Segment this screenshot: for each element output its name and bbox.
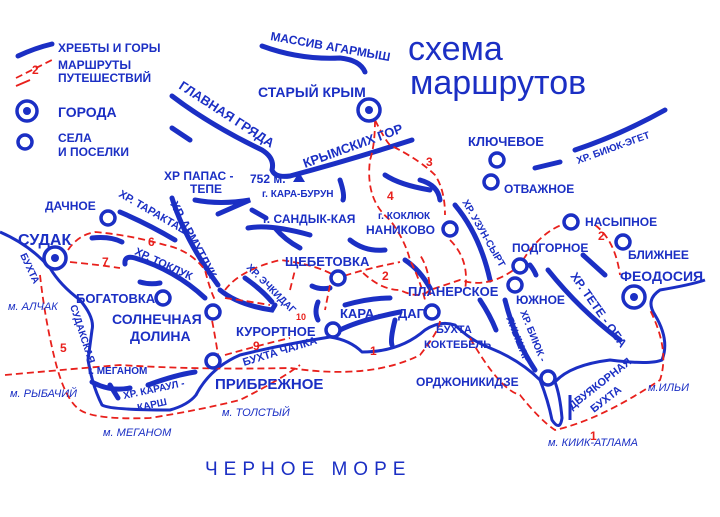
city-stary-krym[interactable]: СТАРЫЙ КРЫМ	[258, 83, 382, 123]
ridge-label: КАРА -	[340, 306, 382, 321]
route-6	[67, 231, 216, 301]
cape-label: м. ТОЛСТЫЙ	[222, 406, 290, 419]
legend-ridges-label: ХРЕБТЫ И ГОРЫ	[58, 41, 160, 55]
village-label[interactable]: НАСЫПНОЕ	[585, 215, 657, 229]
route-1	[4, 309, 665, 431]
peak-triangle-icon	[293, 172, 305, 182]
route-number: 10	[296, 312, 306, 322]
ridge-label: ДАГ	[398, 306, 425, 321]
bay-label: КОКТЕБЕЛЬ	[424, 339, 491, 351]
route-number: 2	[598, 229, 605, 243]
village-label[interactable]: ОТВАЖНОЕ	[504, 182, 574, 196]
routes	[4, 119, 665, 431]
legend-city-dot	[23, 107, 31, 115]
route-9	[224, 337, 291, 356]
sea-label: ЧЕРНОЕ МОРЕ	[205, 459, 411, 480]
route-10	[224, 269, 331, 311]
route-number: 6	[148, 235, 155, 249]
route-2	[359, 221, 621, 296]
village-label[interactable]: ПРИБРЕЖНОЕ	[215, 376, 323, 393]
ridge-label: г. КАРА-БУРУН	[262, 189, 334, 200]
village-label[interactable]: ЮЖНОЕ	[516, 293, 565, 307]
city-label: СУДАК	[18, 232, 71, 249]
bay-label: БУХТА	[436, 324, 472, 336]
village-label[interactable]: КЛЮЧЕВОЕ	[468, 134, 544, 149]
village-label[interactable]: ПЛАНЕРСКОЕ	[408, 284, 499, 299]
map-title-line2: маршрутов	[410, 64, 586, 102]
ridge-label: г. МЕГАНОМ	[88, 366, 147, 377]
village-label[interactable]: ОРДЖОНИКИДЗЕ	[416, 375, 519, 389]
city-sudak[interactable]: СУДАК	[18, 232, 71, 271]
ridge-label: г. САНДЫК-КАЯ	[263, 212, 355, 226]
village-label[interactable]: БЛИЖНЕЕ	[628, 248, 689, 262]
village-label[interactable]: ДАЧНОЕ	[45, 199, 96, 213]
city-label: СТАРЫЙ КРЫМ	[258, 83, 366, 100]
village-label[interactable]: ПОДГОРНОЕ	[512, 241, 588, 255]
legend-routes-label-1: МАРШРУТЫ	[58, 58, 131, 72]
route-3	[374, 119, 467, 291]
route-5	[39, 274, 301, 420]
legend-route-number: 2	[32, 63, 39, 77]
cape-label: м. РЫБАЧИЙ	[10, 387, 77, 400]
cape-label: м. АЛЧАК	[8, 301, 58, 313]
route-number: 7	[102, 255, 109, 269]
village-label[interactable]: БОГАТОВКА	[76, 291, 156, 306]
legend-villages-label-2: И ПОСЕЛКИ	[58, 145, 129, 159]
route-number: 1	[590, 429, 597, 443]
cape-label: м. КИИК-АТЛАМА	[548, 437, 638, 449]
ridges	[89, 43, 668, 401]
legend-villages-label-1: СЕЛА	[58, 131, 92, 145]
legend-route-symbol	[15, 59, 53, 79]
village-label[interactable]: НАНИКОВО	[366, 223, 435, 237]
legend: ХРЕБТЫ И ГОРЫ 2 МАРШРУТЫ ПУТЕШЕСТВИЙ ГОР…	[15, 41, 160, 159]
route-number: 2	[382, 269, 389, 283]
village-label[interactable]: СОЛНЕЧНАЯ	[112, 311, 202, 327]
route-number: 4	[387, 189, 394, 203]
cape-label: м. МЕГАНОМ	[103, 427, 172, 439]
legend-route-arrow-icon	[15, 79, 31, 87]
route-number: 1	[370, 344, 377, 358]
village-label[interactable]: ЩЕБЕТОВКА	[285, 254, 370, 269]
legend-routes-label-2: ПУТЕШЕСТВИЙ	[58, 70, 151, 85]
village-label[interactable]: КУРОРТНОЕ	[236, 324, 316, 339]
city-feodosiya[interactable]: ФЕОДОСИЯ	[620, 268, 703, 310]
map-title-line1: схема	[408, 30, 503, 68]
ridge-label: г. КОКЛЮК	[378, 211, 431, 222]
route-number: 5	[60, 341, 67, 355]
ridge-label: ХР ПАПАС -	[164, 169, 233, 183]
village-label[interactable]: ДОЛИНА	[130, 328, 191, 344]
legend-village-icon	[16, 133, 34, 151]
route-number: 9	[253, 339, 260, 353]
ridge-label: ТЕПЕ	[190, 182, 222, 196]
city-label: ФЕОДОСИЯ	[620, 268, 703, 284]
route-number: 3	[426, 155, 433, 169]
ridge-label: 752 м.	[250, 172, 286, 186]
legend-cities-label: ГОРОДА	[58, 104, 117, 120]
cape-label: м.ИЛЬИ	[648, 382, 689, 394]
villages: ДАЧНОЕ БОГАТОВКА СОЛНЕЧНАЯ ДОЛИНА ПРИБРЕ…	[45, 134, 689, 393]
legend-ridge-symbol	[15, 41, 55, 59]
coastline	[0, 230, 706, 427]
